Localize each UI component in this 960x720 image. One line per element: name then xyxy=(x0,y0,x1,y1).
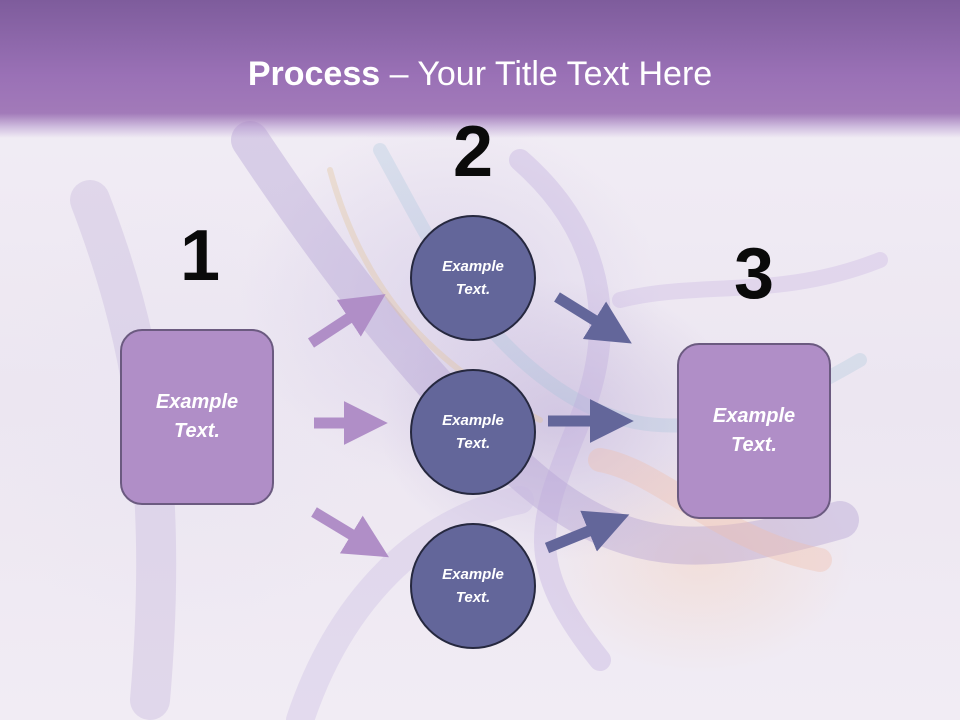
step-number-2: 2 xyxy=(452,112,494,192)
arrow-left-to-top xyxy=(307,294,386,348)
header-band xyxy=(0,0,960,138)
process-circle-bottom: Example Text. xyxy=(410,523,536,649)
circle-middle-text: Example Text. xyxy=(442,412,504,452)
title-rest: – Your Title Text Here xyxy=(380,55,713,93)
circle-bottom-text: Example Text. xyxy=(442,566,504,606)
slide-title: Process – Your Title Text Here xyxy=(0,52,960,96)
arrow-top-to-right xyxy=(554,292,632,344)
title-bold: Process xyxy=(247,55,381,93)
process-circle-top: Example Text. xyxy=(410,215,536,341)
left-box-text: Example Text. xyxy=(155,391,239,442)
step-number-1: 1 xyxy=(179,216,221,296)
arrow-left-to-bottom xyxy=(311,507,389,558)
step-number-3: 3 xyxy=(733,234,775,314)
arrow-bottom-to-right xyxy=(544,510,630,554)
left-process-box: Example Text. xyxy=(120,329,274,505)
right-box-text: Example Text. xyxy=(712,405,796,456)
right-process-box: Example Text. xyxy=(677,343,831,519)
circle-top-text: Example Text. xyxy=(442,258,504,298)
process-circle-middle: Example Text. xyxy=(410,369,536,495)
